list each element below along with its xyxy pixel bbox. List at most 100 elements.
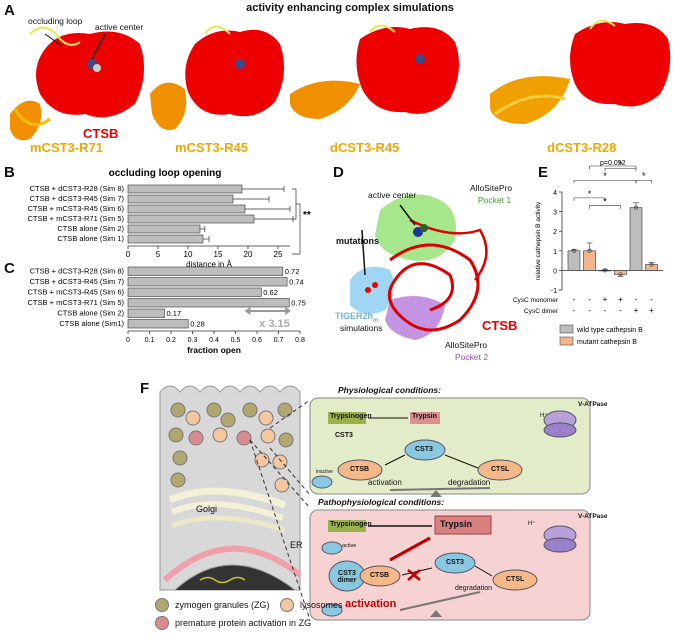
chart-e-row-value: -: [573, 295, 576, 304]
physio-hplus: H⁺: [540, 413, 548, 419]
chart-b-tick-label: 5: [156, 250, 161, 259]
golgi-label: Golgi: [196, 504, 218, 514]
chart-e-row-label: CysC dimer: [524, 308, 559, 315]
tiger-surface: [350, 266, 394, 314]
chart-b-tick-label: 15: [214, 250, 223, 259]
structure-4: [490, 19, 671, 124]
chart-c-xlabel: fraction open: [187, 345, 241, 355]
panel-d-tiger-sub: m: [373, 317, 379, 324]
panel-d-ctsb: CTSB: [482, 318, 518, 333]
chart-e-bar: [645, 264, 658, 271]
chart-e-row-value: -: [619, 306, 622, 315]
chart-e-legend-swatch: [559, 324, 574, 334]
panel-label-d: D: [333, 164, 344, 181]
chart-e-legend-label: mutant cathepsin B: [577, 339, 637, 346]
chart-b-bar: [127, 194, 234, 204]
physio-cst3-node: CST3: [415, 446, 433, 453]
panel-a-structures: [10, 19, 671, 141]
physio-activation: activation: [368, 478, 402, 487]
legend-activation: premature protein activation in ZG: [155, 616, 311, 630]
legend-activation-swatch: [155, 616, 169, 630]
chart-c-value-label: 0.74: [289, 278, 304, 287]
chart-c-arrowhead-left: [244, 307, 251, 315]
chart-c-category: CTSB + dCST3-R28 (Sim 8): [30, 267, 125, 276]
chart-c-bar: [127, 298, 290, 308]
legend-lysosome-swatch: [280, 598, 294, 612]
panel-f-cell: [159, 385, 591, 621]
chart-e-point: [649, 262, 654, 267]
panel-a-ctsb-label: CTSB: [83, 126, 119, 141]
panel-label-c: C: [4, 260, 15, 277]
chart-c-category: CTSB alone (Sim 2): [57, 309, 124, 318]
chart-c-tick-label: 0.3: [188, 337, 198, 344]
patho-degradation: degradation: [455, 585, 492, 592]
chart-c-value-label: 0.72: [285, 267, 300, 276]
chart-c-tick-label: 0.5: [231, 337, 241, 344]
chart-c-category: CTSB + mCST3-R71 (Sim 5): [28, 298, 125, 307]
chart-b-annotation: **: [303, 210, 311, 221]
chart-c-bar: [127, 266, 284, 276]
chart-e-row-value: +: [618, 295, 623, 304]
panel-a-title: activity enhancing complex simulations: [246, 2, 454, 14]
active-center-label: active center: [95, 22, 144, 32]
chart-e-bar: [598, 270, 612, 272]
chart-b-xlabel: distance in Å: [186, 260, 232, 269]
chart-b-tick-label: 0: [126, 250, 131, 259]
chart-b-category: CTSB + dCST3-R28 (Sim 8): [30, 184, 125, 193]
chart-c-value-label: 0.75: [291, 299, 306, 308]
chart-e-bar: [629, 207, 643, 271]
chart-b-category: CTSB + dCST3-R45 (Sim 7): [30, 194, 125, 203]
chart-c-value-label: 0.17: [167, 309, 182, 318]
structure-label-1: mCST3-R71: [30, 140, 103, 155]
chart-e-significance: *: [603, 197, 607, 207]
physio-cst3-free: CST3: [335, 432, 353, 439]
chart-b-bar: [127, 224, 201, 234]
chart-c-category: CTSB + dCST3-R45 (Sim 7): [30, 277, 125, 286]
legend-zg-swatch: [155, 598, 169, 612]
patho-title: Pathophysiological conditions:: [318, 497, 445, 507]
physio-inactive: inactive: [316, 469, 333, 475]
panel-label-b: B: [4, 164, 15, 181]
structure-2: [150, 25, 284, 130]
chart-e-point: [587, 248, 592, 253]
chart-c-tick-label: 0.1: [145, 337, 155, 344]
chart-e-significance: *: [588, 189, 592, 199]
panel-label-f: F: [140, 380, 150, 397]
chart-e-significance: *: [619, 159, 623, 169]
chart-e-row-value: +: [603, 295, 608, 304]
physio-ctsl-node: CTSL: [491, 466, 510, 473]
legend-zg-label: zymogen granules (ZG): [175, 600, 270, 610]
patho-hplus: H⁺: [528, 521, 536, 527]
patho-activation: activation: [345, 598, 397, 610]
panel-d-allositepro-2: AlloSitePro: [445, 340, 488, 350]
panel-d-structure: [350, 194, 488, 340]
chart-b-category: CTSB + mCST3-R45 (Sim 6): [28, 204, 125, 213]
occluding-loop-arrow: [44, 33, 63, 47]
structure-label-4: dCST3-R28: [547, 140, 617, 155]
chart-e-row-value: -: [650, 295, 653, 304]
legend-lysosome-label: lysosomes: [300, 600, 343, 610]
chart-e-row-value: +: [649, 306, 654, 315]
patho-cst3-dimer: CST3 dimer: [337, 570, 357, 584]
physio-ctsb-node: CTSB: [350, 466, 370, 473]
chart-c-tick-label: 0.6: [252, 337, 262, 344]
structure-label-2: mCST3-R45: [175, 140, 248, 155]
legend-lysosomes: lysosomes: [280, 598, 343, 612]
chart-c-bar: [127, 319, 189, 329]
chart-e-tick-label: -1: [551, 288, 557, 295]
chart-b-tick-label: 20: [244, 250, 253, 259]
chart-e-legend-label: wild type cathepsin B: [576, 327, 643, 334]
chart-e-tick-label: 2: [553, 229, 557, 236]
panel-label-a: A: [4, 2, 15, 19]
patho-cst3: CST3: [446, 559, 464, 566]
patho-ctsb: CTSB: [370, 572, 390, 579]
chart-c-tick-label: 0.7: [274, 337, 284, 344]
panel-d-active-center: active center: [368, 190, 417, 200]
panel-d-allositepro-1: AlloSitePro: [470, 183, 513, 193]
chart-c-tick-label: 0.2: [166, 337, 176, 344]
legend-zg: zymogen granules (ZG): [155, 598, 270, 612]
panel-label-e: E: [538, 164, 549, 181]
chart-e-row-value: +: [634, 306, 639, 315]
